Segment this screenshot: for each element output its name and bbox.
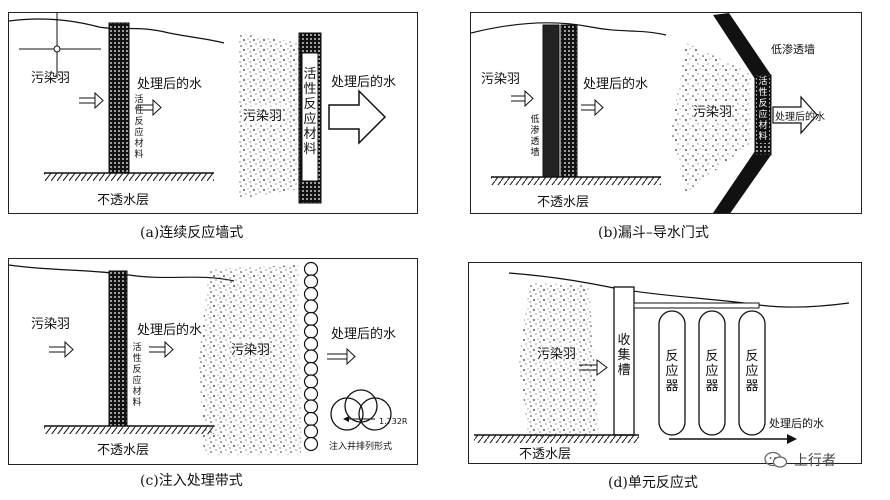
caption-a: (a)连续反应墙式	[140, 225, 244, 241]
outflow-arrow-2	[327, 347, 356, 366]
injection-well	[303, 424, 319, 439]
plume-region	[199, 265, 301, 455]
reactive-wall	[560, 24, 578, 178]
injection-well	[303, 386, 319, 402]
treated-water-label: 处理后的水	[769, 417, 824, 430]
inflow-arrow	[79, 91, 104, 110]
injection-well	[303, 349, 319, 364]
ground-surface-line	[508, 272, 850, 308]
well-arrangement-caption: 注入井排列形式	[329, 442, 393, 452]
panel-injection-zone: 污染羽 处理后的水 活性反应材料 污染羽 处理后的水 1.732R 注入井排列形…	[8, 258, 418, 465]
treated-water-label: 处理后的水	[137, 77, 203, 92]
injection-well	[303, 399, 319, 414]
plume-region	[519, 283, 599, 441]
funnel-wall-lower	[713, 151, 771, 213]
injection-well	[303, 286, 319, 302]
watermark-text: 上行者	[794, 453, 836, 469]
aquitard-label: 不透水层	[97, 443, 150, 458]
aquitard-label: 不透水层	[537, 195, 590, 210]
treated-water-label-2: 处理后的水	[331, 327, 397, 342]
low-perm-wall-label: 低渗透墙	[530, 115, 540, 158]
reactor-3-label: 反应器	[745, 349, 759, 394]
ground-surface-line	[471, 22, 667, 36]
gate-material-label: 活性反应材料	[757, 77, 769, 143]
funnel-wall-upper	[713, 13, 771, 79]
low-perm-wall-callout: 低渗透墙	[771, 43, 815, 56]
cross-section-material-label: 活性反应材料	[303, 67, 317, 157]
distribution-pipe	[633, 302, 760, 309]
outflow-arrow	[137, 98, 162, 117]
plume-label: 污染羽	[31, 317, 71, 332]
plume-label: 污染羽	[537, 343, 577, 362]
caption-d: (d)单元反应式	[608, 475, 698, 491]
injection-well	[303, 274, 319, 289]
caption-c: (c)注入处理带式	[140, 473, 243, 489]
spacing-formula-label: 1.732R	[379, 417, 408, 426]
injection-well	[303, 374, 319, 389]
big-outflow-arrow	[328, 89, 387, 145]
injection-well	[303, 324, 319, 339]
wechat-icon	[764, 451, 788, 468]
injection-well	[303, 261, 319, 277]
big-outflow-arrow	[772, 95, 818, 135]
outflow-arrow	[149, 340, 174, 359]
reactor-3	[738, 310, 766, 436]
wall-cross-section-inner	[301, 52, 319, 182]
treated-water-label: 处理后的水	[583, 77, 649, 92]
injection-well	[303, 411, 319, 427]
panel-c-drawing	[9, 261, 392, 455]
injection-well	[303, 311, 319, 327]
wall-material-label: 活性反应材料	[132, 343, 142, 408]
panel-unit-reactor: 污染羽 收集槽 反应器 反应器 反应器 处理后的水 不透水层	[468, 262, 862, 464]
aquitard-label: 不透水层	[97, 193, 150, 208]
injection-wells-column	[303, 261, 319, 452]
panel-d-drawing	[474, 272, 850, 444]
inflow-arrow	[579, 359, 608, 376]
outflow-pipe-arrow	[787, 434, 797, 444]
injection-well	[303, 299, 319, 314]
inflow-arrow	[49, 340, 74, 359]
reactive-wall	[108, 22, 130, 174]
reactor-1-label: 反应器	[665, 349, 679, 394]
panel-a-drawing	[9, 13, 387, 204]
watermark: 上行者	[764, 448, 836, 472]
treated-water-label-2: 处理后的水	[775, 112, 825, 123]
aquitard-hatch	[44, 426, 214, 434]
reactor-2-label: 反应器	[705, 349, 719, 394]
collection-trough-label: 收集槽	[617, 333, 631, 378]
aquitard-hatch	[44, 173, 214, 181]
low-perm-wall	[542, 24, 560, 178]
plume-label-2: 污染羽	[693, 101, 733, 120]
treated-water-label-2: 处理后的水	[331, 75, 397, 90]
aquitard-hatch	[474, 435, 639, 443]
plume-label: 污染羽	[31, 71, 71, 86]
reactor-2	[698, 310, 726, 436]
plume-label: 污染羽	[481, 72, 521, 87]
inflow-arrow	[511, 89, 534, 108]
reactive-wall	[108, 270, 128, 427]
plume-label-2: 污染羽	[243, 105, 283, 124]
injection-well	[303, 336, 319, 352]
caption-b: (b)漏斗–导水门式	[598, 225, 709, 241]
panel-continuous-wall: 污染羽 处理后的水 活性反应材料 污染羽 活性反应材料 处理后的水 不透水层	[8, 12, 418, 214]
aquitard-hatch	[491, 177, 661, 185]
plume-label-2: 污染羽	[231, 339, 271, 358]
crosshair-center	[53, 45, 61, 53]
aquitard-label: 不透水层	[519, 447, 572, 462]
injection-well	[303, 436, 319, 452]
injection-well	[303, 361, 319, 377]
reactor-1	[658, 310, 686, 436]
panel-funnel-gate: 污染羽 低渗透墙 处理后的水 低渗透墙 污染羽 活性反应材料 处理后的水 不透水…	[470, 12, 862, 214]
outflow-arrow	[581, 98, 604, 117]
wall-material-label: 活性反应材料	[134, 95, 144, 160]
ground-surface-line	[9, 264, 235, 282]
treated-water-label: 处理后的水	[137, 323, 203, 338]
well-arrangement-diagram	[330, 389, 392, 431]
